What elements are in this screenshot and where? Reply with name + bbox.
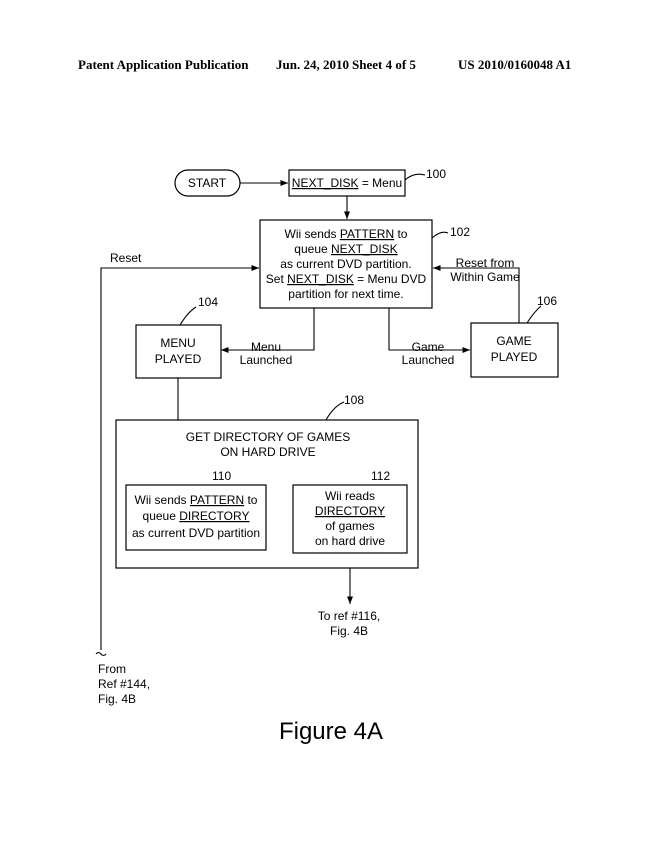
node-108-line-1: GET DIRECTORY OF GAMES [186,430,350,444]
label-game-launched-line-2: Launched [402,353,455,367]
node-104-box [135,324,222,379]
node-102-line-5: partition for next time. [288,287,403,301]
node-112-line-4: on hard drive [315,534,385,548]
node-110-line-2: queue DIRECTORY [143,509,250,523]
ref-106: 106 [537,294,557,308]
ref-108: 108 [344,393,364,407]
label-reset-from-line-2: Within Game [450,270,520,284]
label-to-ref-line-2: Fig. 4B [330,624,368,638]
label-from-ref-line-1: From [98,662,126,676]
node-102-line-3: as current DVD partition. [280,257,411,271]
node-100-box [288,169,406,197]
ref-110: 110 [212,469,231,483]
label-menu-launched-line-2: Launched [240,353,293,367]
node-110-box [125,484,267,551]
node-108-line-2: ON HARD DRIVE [220,445,315,459]
node-110-line-3: as current DVD partition [132,526,260,540]
edge-reset-to-102 [100,264,259,650]
leader-102 [431,231,449,239]
header-publication: Patent Application Publication [78,57,249,72]
ref-102: 102 [450,225,470,239]
header-sheet: Sheet 4 of 5 [352,57,416,72]
label-from-ref-line-3: Fig. 4B [98,692,136,706]
node-102-line-1: Wii sends PATTERN to [285,227,408,241]
label-from-ref-line-2: Ref #144, [98,677,150,691]
header-patent-number: US 2010/0160048 A1 [458,57,572,72]
ref-112: 112 [371,469,390,483]
node-110-line-1: Wii sends PATTERN to [135,493,258,507]
leader-104 [179,306,197,326]
leader-100 [404,173,426,181]
node-100-text: NEXT_DISK = Menu [292,176,402,190]
ref-100: 100 [426,167,446,181]
ref-104: 104 [198,295,218,309]
edge-106-to-102 [433,264,520,323]
node-106-line-2: PLAYED [491,350,538,364]
node-106-line-1: GAME [496,334,531,348]
header-date: Jun. 24, 2010 [276,57,349,72]
node-106-box [470,322,559,378]
edge-102-to-106 [388,308,470,354]
node-112-line-3: of games [325,519,374,533]
break-mark [95,651,107,657]
start-label: START [188,176,227,190]
node-104-line-1: MENU [160,336,195,350]
start-node [174,169,241,197]
node-102-box [259,219,433,309]
label-to-ref-line-1: To ref #116, [318,609,380,623]
node-102-line-4: Set NEXT_DISK = Menu DVD [266,272,427,286]
leader-106 [526,305,542,324]
label-menu-launched-line-1: Menu [251,340,281,354]
leader-108 [325,401,345,421]
edge-102-to-104 [221,308,315,354]
label-game-launched-line-1: Game [412,340,445,354]
node-112-line-2: DIRECTORY [315,504,385,518]
node-104-line-2: PLAYED [155,352,202,366]
node-112-box [292,484,408,554]
label-reset: Reset [110,251,142,265]
node-112-line-1: Wii reads [325,489,375,503]
figure-title: Figure 4A [279,718,383,745]
label-reset-from-line-1: Reset from [456,256,515,270]
node-102-line-2: queue NEXT_DISK [294,242,397,256]
